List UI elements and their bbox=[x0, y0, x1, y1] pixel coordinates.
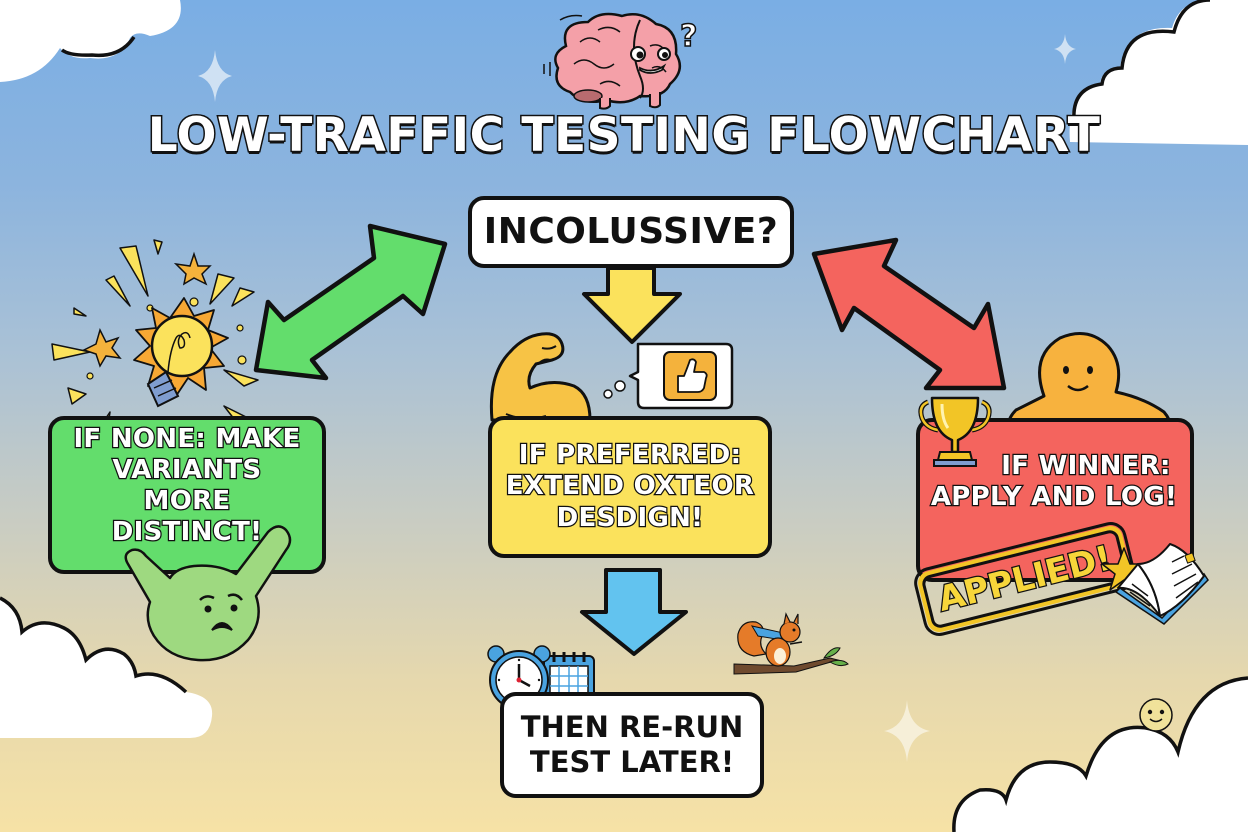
confused-brain-icon: ? bbox=[543, 12, 698, 110]
question-mark-icon: ? bbox=[680, 19, 697, 54]
cloud-top-right bbox=[1069, 0, 1248, 145]
worried-green-blob-icon bbox=[124, 525, 292, 662]
red-double-arrow-icon bbox=[811, 237, 1007, 391]
lightbulb-icon bbox=[51, 239, 259, 427]
decision-node-label: INCOLUSSIVE? bbox=[483, 211, 779, 253]
superhero-squirrel-icon bbox=[733, 612, 849, 675]
cloud-bottom-left bbox=[0, 596, 213, 738]
trophy-icon bbox=[918, 396, 992, 467]
sparkle-icon bbox=[198, 50, 232, 102]
outcome-node-preferred: IF PREFERRED: EXTEND OXTEOR DESDIGN! bbox=[488, 416, 772, 558]
open-book-icon bbox=[1114, 543, 1209, 625]
yellow-down-arrow-icon bbox=[582, 266, 682, 344]
outcome-none-label: IF NONE: MAKE VARIANTS MORE DISTINCT! bbox=[72, 422, 301, 548]
final-node-label: THEN RE-RUN TEST LATER! bbox=[520, 710, 744, 779]
sparkle-icon bbox=[884, 700, 930, 762]
small-smiley-icon bbox=[1139, 698, 1173, 732]
page-title: LOW-TRAFFIC TESTING FLOWCHART bbox=[146, 107, 1101, 165]
cloud-bottom-right bbox=[952, 676, 1248, 832]
green-double-arrow-icon bbox=[253, 223, 448, 381]
outcome-winner-label: IF WINNER: APPLY AND LOG! bbox=[930, 450, 1178, 514]
outcome-preferred-label: IF PREFERRED: EXTEND OXTEOR DESDIGN! bbox=[505, 439, 756, 534]
final-node-rerun: THEN RE-RUN TEST LATER! bbox=[500, 692, 764, 798]
decision-node-question: INCOLUSSIVE? bbox=[468, 196, 794, 268]
thumbs-up-icon bbox=[663, 351, 717, 401]
sparkle-icon bbox=[1054, 34, 1076, 64]
cloud-top-left bbox=[0, 0, 181, 82]
blue-down-arrow-icon bbox=[580, 568, 688, 656]
thought-bubble bbox=[603, 342, 734, 410]
